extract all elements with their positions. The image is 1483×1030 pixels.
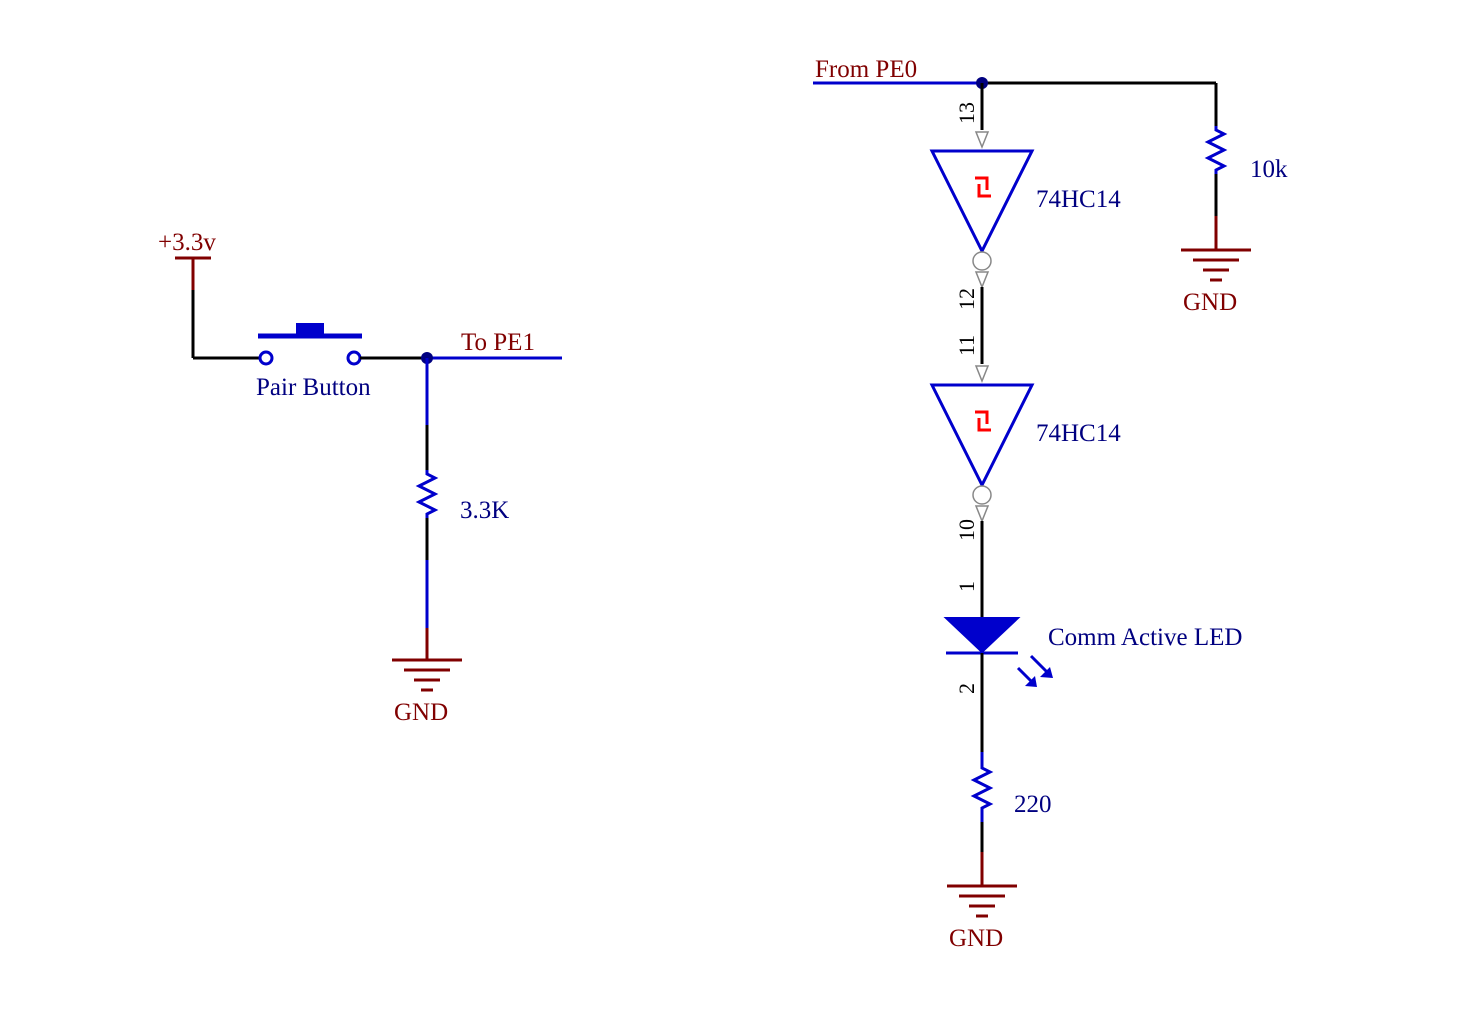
light-emission-icon [1016,654,1053,687]
pushbutton-switch: Pair Button [256,323,371,401]
input-arrow-icon [974,131,990,150]
inverter-2: 11 74HC14 10 [929,335,1121,541]
ground-symbol-left: GND [392,628,462,726]
ground-label-right: GND [949,925,1003,952]
wire-power-to-switch [191,290,260,360]
right-circuit: From PE0 10k GND 13 [813,56,1288,952]
inverter2-pin-out: 10 [954,519,979,541]
resistor-10k: 10k [1204,83,1288,216]
inverter-1: 13 74HC14 12 [929,83,1121,310]
ground-symbol-right: GND [947,852,1017,952]
switch-label: Pair Button [256,374,371,401]
schmitt-trigger-icon [975,176,991,198]
output-arrow-icon [974,505,990,524]
inverter2-part-label: 74HC14 [1036,420,1121,447]
schmitt-trigger-icon [975,410,991,432]
resistor-3k3: 3.3K [415,470,509,524]
inversion-bubble [972,485,992,505]
output-arrow-icon [974,271,990,290]
led-pin-anode: 1 [954,581,979,592]
ground-symbol-pullup: GND [1181,216,1251,316]
ground-label: GND [394,699,448,726]
resistor-220: 220 [970,752,1052,822]
net-from-pe0: From PE0 [813,56,982,85]
inverter1-pin-in: 13 [954,102,979,124]
led-comm-active: 1 Comm Active LED 2 [943,581,1242,752]
led-pin-cathode: 2 [954,683,979,694]
resistor-value-label: 3.3K [460,497,509,524]
inversion-bubble [972,251,992,271]
inverter2-pin-in: 11 [954,335,979,356]
inverter1-part-label: 74HC14 [1036,186,1121,213]
series-resistor-value-label: 220 [1014,791,1052,818]
net-label-from-pe0: From PE0 [815,56,917,83]
pullup-ground-label: GND [1183,289,1237,316]
pullup-value-label: 10k [1250,156,1288,183]
input-arrow-icon [974,365,990,384]
inverter1-pin-out: 12 [954,288,979,310]
net-to-pe1: To PE1 [427,329,562,360]
left-circuit: +3.3v Pair Button To PE1 [158,229,562,726]
led-label: Comm Active LED [1048,624,1242,651]
net-label-to-pe1: To PE1 [461,329,535,356]
power-label: +3.3v [158,229,216,256]
power-port-3v3: +3.3v [158,229,216,290]
